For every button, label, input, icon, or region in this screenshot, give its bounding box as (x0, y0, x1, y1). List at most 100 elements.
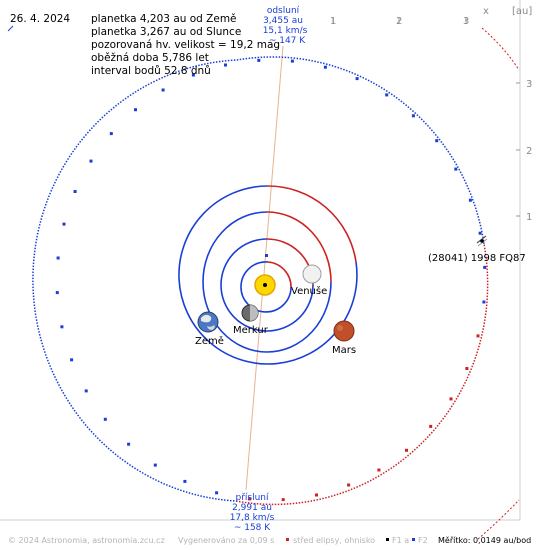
orbit-point (161, 88, 165, 92)
earth-orbit-blue (202, 211, 332, 353)
orbit-point (183, 479, 187, 483)
orbit-point (70, 358, 74, 362)
orbit-point (224, 63, 227, 67)
right-tick-label-3: 3 (526, 79, 532, 90)
orbit-point (191, 73, 195, 77)
x-axis-label: x (483, 6, 489, 17)
orbit-point (482, 300, 486, 304)
orbit-point (89, 159, 93, 163)
asteroid-label: (28041) 1998 FQ87 (428, 253, 526, 264)
info-distance-sun: planetka 3,267 au od Slunce (91, 26, 241, 38)
earth-cloud (207, 325, 215, 330)
venus-icon (302, 264, 322, 284)
earth-orbit-red (266, 211, 332, 283)
top-tick-label-2: 2 (396, 16, 402, 27)
footer-legend-center: střed elipsy, ohnisko (293, 536, 375, 545)
perihelion-speed: 17,8 km/s (230, 513, 275, 523)
orbit-point (476, 334, 480, 338)
perihelion-distance: 2,991 au (232, 503, 272, 513)
footer-copyright: © 2024 Astronomia, astronomia.zcu.cz (8, 536, 165, 545)
orbit-point (435, 139, 439, 143)
info-orbital-period: oběžná doba 5,786 let (91, 52, 209, 64)
ellipse-center-marker (265, 254, 268, 257)
orbit-point (483, 265, 487, 269)
perihelion-temperature: ~ 158 K (234, 523, 271, 533)
orbit-point (468, 198, 472, 202)
footer-scale: Měřítko: 0,0149 au/bod (438, 536, 531, 545)
line-of-apsides (245, 45, 284, 491)
asteroid-orbit-below-ecliptic (235, 243, 489, 506)
orbit-point (465, 367, 469, 370)
orbit-point (103, 417, 107, 421)
footer-legend-f1: F1 a (392, 536, 409, 545)
orbit-point (281, 498, 285, 502)
footer-legend-f2: F2 (418, 536, 428, 545)
orbit-interval-points (55, 58, 487, 502)
asteroid-orbit-above-ecliptic (32, 56, 485, 502)
aphelion-temperature: ~ 147 K (269, 36, 306, 46)
info-distance-earth: planetka 4,203 au od Země (91, 13, 237, 25)
info-magnitude: pozorovaná hv. velikost = 19,2 mag (91, 39, 280, 51)
date-label: 26. 4. 2024 (10, 13, 70, 25)
orbit-point (323, 65, 327, 69)
mars-icon (333, 320, 355, 342)
orbit-point (55, 291, 59, 295)
aphelion-distance: 3,455 au (263, 16, 303, 26)
orbit-point (454, 167, 458, 171)
orbit-point (411, 114, 415, 118)
orbit-point (215, 491, 219, 495)
right-tick-label-2: 2 (526, 146, 532, 157)
mercury-orbit-blue (240, 261, 292, 313)
orbit-point (56, 256, 60, 260)
aphelion-speed: 15,1 km/s (263, 26, 308, 36)
orbit-point (73, 190, 77, 193)
outer-orbit-edge-bottom-right (477, 499, 520, 540)
orbit-point (134, 108, 137, 112)
mars-feature (337, 325, 343, 331)
legend-f1-marker-icon (386, 538, 389, 541)
asteroid-marker-icon (476, 235, 488, 247)
outer-orbit-edge-top-left (7, 25, 14, 32)
orbit-point (257, 58, 261, 62)
orbit-point (290, 59, 294, 63)
sun-focus-marker (263, 283, 267, 287)
venus-orbit-blue (220, 238, 314, 332)
orbit-point (429, 424, 433, 428)
top-tick-label-3: 3 (463, 16, 469, 27)
orbit-point (60, 325, 64, 329)
legend-f2-marker-icon (412, 538, 415, 541)
outer-orbit-edge-top-right (481, 27, 520, 71)
top-tick-label-1: 1 (330, 16, 336, 27)
orbit-point (449, 397, 453, 401)
orbit-point (478, 231, 482, 235)
info-point-interval: interval bodů 52,8 dnů (91, 65, 211, 77)
orbit-point (355, 77, 359, 81)
perihelion-title: přísluní (235, 493, 269, 503)
right-tick-label-1: 1 (526, 212, 532, 223)
mercury-label: Merkur (233, 325, 269, 336)
orbit-point (377, 468, 381, 472)
orbit-point (405, 448, 408, 452)
venus-label: Venuše (291, 285, 327, 297)
footer-generated: Vygenerováno za 0,09 s (178, 536, 274, 545)
orbit-point (248, 497, 252, 501)
orbit-point (385, 93, 389, 97)
unit-label: [au] (512, 6, 532, 17)
aphelion-title: odsluní (267, 6, 300, 16)
mercury-phase (250, 305, 258, 321)
orbit-point (109, 132, 113, 136)
earth-label: Země (195, 335, 224, 347)
orbit-point (315, 493, 318, 497)
mars-label: Mars (332, 345, 356, 356)
legend-center-marker-icon (286, 538, 289, 541)
orbit-point (62, 222, 66, 226)
orbit-point (127, 442, 131, 446)
earth-cloud (201, 314, 212, 323)
orbit-point (153, 463, 157, 467)
orbit-point (347, 483, 351, 487)
mars-orbit-red (266, 185, 357, 263)
mercury-orbit-red (267, 261, 292, 288)
orbit-point (84, 389, 88, 393)
